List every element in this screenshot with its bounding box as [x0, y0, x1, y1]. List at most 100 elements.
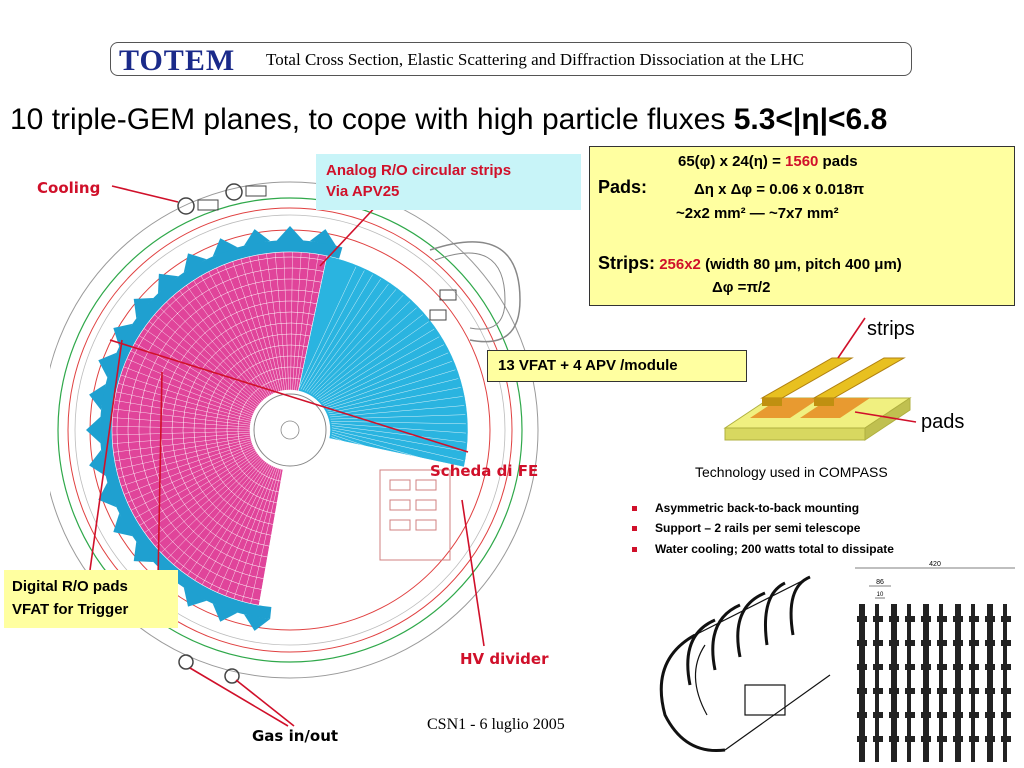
gem-plate-clamp: [857, 688, 867, 694]
pad-radial-line: [294, 253, 311, 391]
gem-plate-clamp: [1001, 712, 1011, 718]
gem-plate: [907, 604, 911, 762]
pad-radial-line: [180, 461, 266, 571]
gem-plate-clamp: [953, 736, 963, 742]
gem-plate-clamp: [857, 712, 867, 718]
pad-ring-line: [182, 322, 313, 536]
gem-plate-clamp: [969, 616, 979, 622]
gem-plate-clamp: [921, 616, 931, 622]
pad-radial-line: [208, 271, 272, 395]
pad-ring-tooth: [89, 384, 106, 411]
pad-radial-line: [241, 468, 280, 602]
pad-radial-line: [266, 253, 285, 391]
pad-ring-tooth: [98, 482, 117, 508]
pad-radial-line: [167, 458, 263, 560]
strip-lines: [298, 266, 466, 488]
pad-radial-line: [121, 442, 253, 487]
cooling-connectors: [177, 183, 457, 321]
pad-radial-line: [233, 467, 278, 599]
pads-count-suffix: pads: [818, 153, 858, 170]
strip-line: [325, 361, 453, 408]
gem-plate-clamp: [953, 616, 963, 622]
gem-plate-clamp: [1001, 640, 1011, 646]
gem-plate-clamp: [873, 664, 883, 670]
bullet-text: Asymmetric back-to-back mounting: [655, 501, 860, 515]
pad-radial-line: [232, 261, 278, 393]
analog-ro-line1: Analog R/O circular strips: [326, 162, 512, 179]
gas-label: Gas in/out: [252, 727, 339, 745]
pad-radial-line: [283, 252, 289, 391]
gem-plate-clamp: [985, 688, 995, 694]
compass-readout-illustration: [723, 317, 917, 441]
pad-ring-line: [160, 300, 317, 558]
strip-line: [314, 307, 417, 397]
pad-radial-line: [149, 454, 259, 540]
gem-plate-clamp: [905, 664, 915, 670]
pad-radial-line: [155, 455, 260, 547]
gem-plate-clamp: [985, 616, 995, 622]
gem-plate-clamp: [921, 640, 931, 646]
gem-plate-clamp: [969, 736, 979, 742]
pad-ring-line: [204, 344, 308, 514]
pad-radial-line: [113, 408, 251, 426]
gem-plate-clamp: [873, 640, 883, 646]
pad-grid: [112, 252, 328, 606]
gem-plate-clamp: [937, 736, 947, 742]
strip-line: [312, 301, 411, 395]
strip-line: [308, 289, 397, 393]
pads-count: 1560: [785, 153, 819, 170]
gem-plate-clamp: [953, 712, 963, 718]
pad-ring-tooth: [89, 449, 106, 476]
strips-count: 256x2: [659, 256, 701, 273]
header-title: Total Cross Section, Elastic Scattering …: [266, 50, 805, 69]
compass-pads-label: pads: [921, 411, 965, 433]
strip-line: [331, 436, 457, 488]
gem-plate-clamp: [969, 664, 979, 670]
pad-radial-line: [118, 383, 252, 420]
pad-radial-line: [144, 452, 258, 533]
pads-count-prefix: 65(φ) x 24(η) =: [678, 153, 786, 170]
gem-plate-clamp: [937, 640, 947, 646]
pad-ring-line: [138, 278, 322, 579]
pad-radial-line: [187, 462, 268, 576]
pad-ring-tooth: [86, 416, 101, 444]
gem-plate: [987, 604, 993, 762]
page-title-text: 10 triple-GEM planes, to cope with high …: [10, 103, 734, 136]
pad-ring-tooth: [133, 541, 154, 562]
gem-plate-clamp: [985, 736, 995, 742]
pads-granularity: Δη x Δφ = 0.06 x 0.018π: [694, 181, 865, 198]
pad-radial-line: [123, 366, 253, 416]
compass-strips-label: strips: [867, 318, 915, 340]
pad-radial-line: [112, 417, 251, 428]
pad-radial-line: [114, 436, 251, 462]
pad-radial-line: [138, 335, 257, 409]
gem-plate-clamp: [889, 712, 899, 718]
pad-radial-line: [274, 252, 287, 391]
pad-radial-line: [296, 254, 319, 391]
pad-ring-line: [237, 377, 301, 482]
pad-ring-tooth: [133, 298, 154, 319]
gem-plate-clamp: [1001, 736, 1011, 742]
strips-detail: (width 80 μm, pitch 400 μm): [700, 256, 902, 273]
pad-radial-line: [120, 374, 253, 418]
pad-radial-line: [194, 463, 269, 581]
technical-side-drawing: 420 86 10: [855, 561, 1015, 762]
totem-logo: TOTEM: [119, 44, 236, 77]
gem-plate-clamp: [905, 712, 915, 718]
header-bar: TOTEM Total Cross Section, Elastic Scatt…: [110, 42, 912, 77]
strip-line: [317, 321, 429, 399]
strip-line: [327, 378, 459, 412]
pad-radial-line: [113, 434, 251, 453]
bullet-item: Support – 2 rails per semi telescope: [632, 521, 860, 535]
digital-ro-box: Digital R/O pads VFAT for Trigger: [4, 570, 178, 628]
gem-plate-clamp: [953, 664, 963, 670]
pad-ring-tooth: [309, 229, 336, 246]
strip-line: [331, 425, 466, 443]
pads-label: Pads:: [598, 177, 648, 197]
pad-radial-line: [123, 444, 253, 495]
gem-plate-clamp: [921, 712, 931, 718]
bullet-text: Support – 2 rails per semi telescope: [655, 521, 861, 535]
dimension-86: 86: [876, 579, 884, 586]
gem-plate-clamp: [1001, 664, 1011, 670]
gem-plate-clamp: [889, 688, 899, 694]
